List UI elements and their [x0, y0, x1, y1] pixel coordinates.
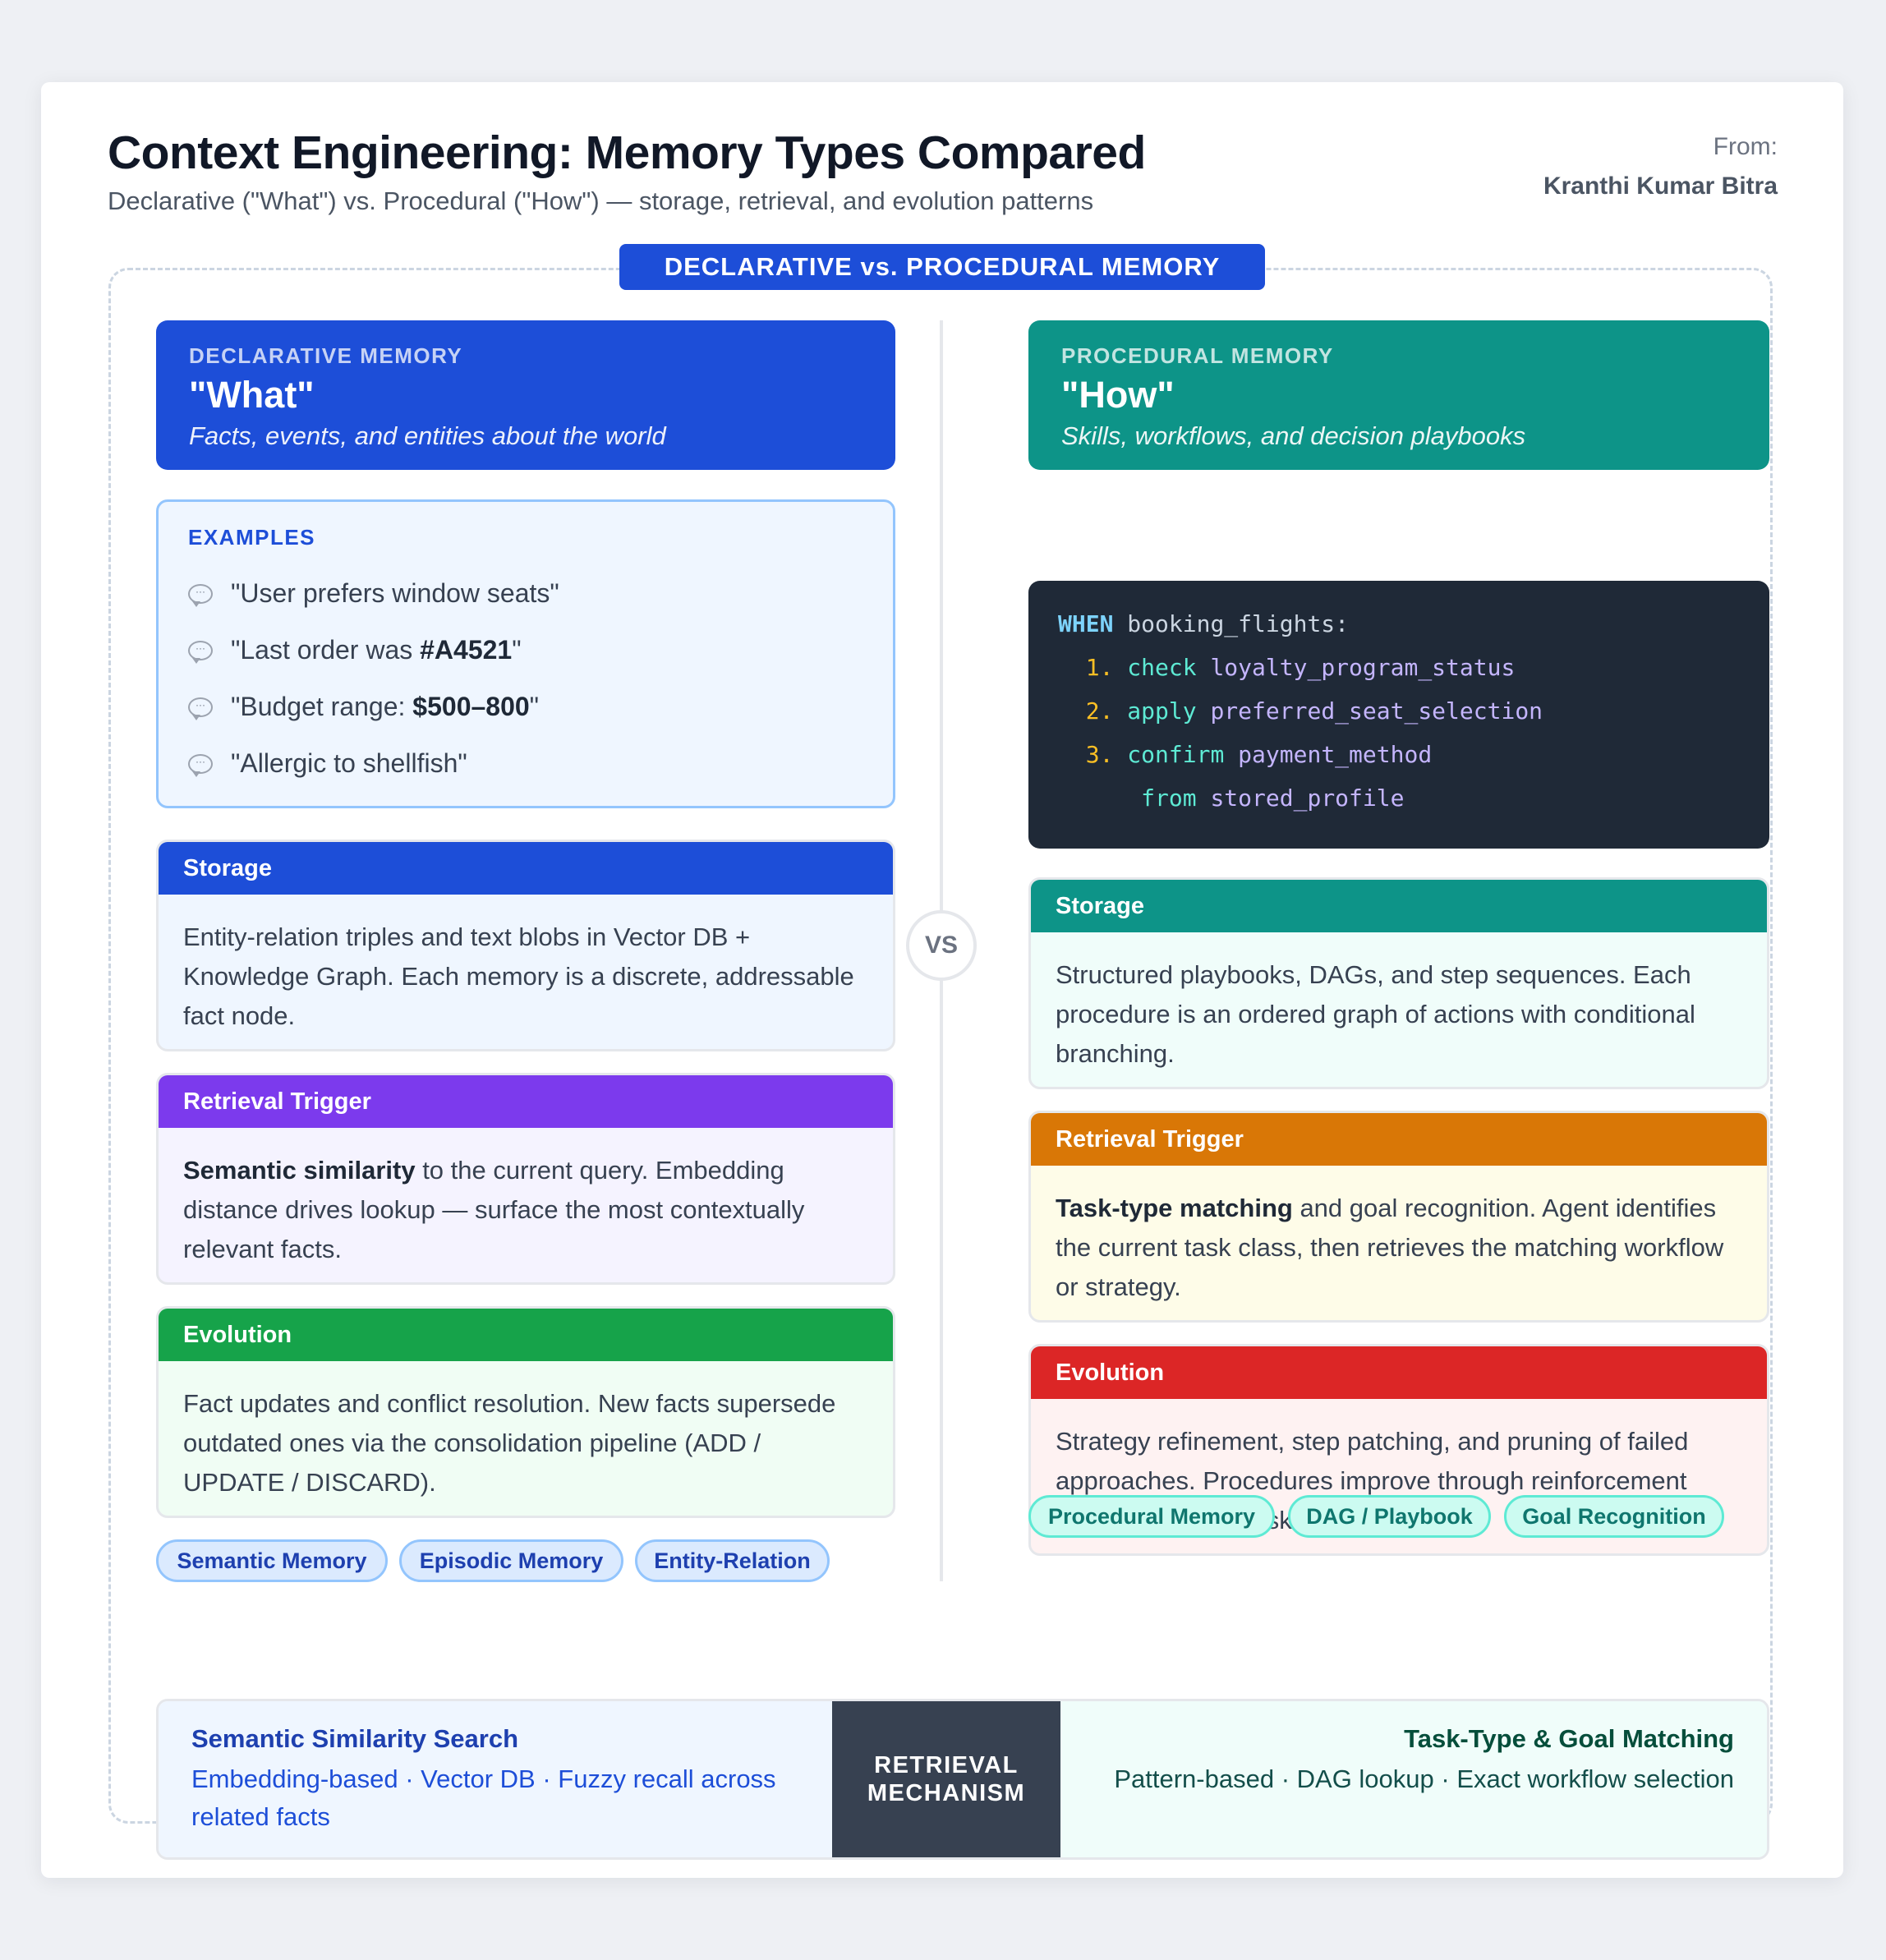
procedural-retrieval: Retrieval Trigger Task-type matching and… [1028, 1111, 1769, 1323]
example-text: "Allergic to shellfish" [231, 748, 467, 778]
code-verb: apply [1127, 697, 1197, 725]
section-text: and goal recognition. Agent identifies t… [1056, 1194, 1724, 1301]
retrieval-left-title: Semantic Similarity Search [191, 1724, 519, 1753]
code-arg: stored_profile [1210, 784, 1405, 812]
code-line: from stored_profile [1058, 784, 1740, 828]
example-item: ··· "User prefers window seats" [188, 565, 863, 622]
section-body: Entity-relation triples and text blobs i… [159, 895, 893, 1049]
declarative-header: DECLARATIVE MEMORY "What" Facts, events,… [156, 320, 895, 470]
example-bold: $500–800 [412, 692, 530, 721]
section-title: Storage [1031, 880, 1767, 932]
code-arg: payment_method [1238, 741, 1433, 768]
page-subtitle: Declarative ("What") vs. Procedural ("Ho… [108, 186, 1094, 215]
from-label: From: [1713, 133, 1778, 160]
section-title: Retrieval Trigger [159, 1075, 893, 1128]
retrieval-right-title: Task-Type & Goal Matching [1404, 1724, 1734, 1753]
section-title: Retrieval Trigger [1031, 1113, 1767, 1166]
tag-episodic-memory: Episodic Memory [399, 1539, 623, 1582]
speech-bubble-icon: ··· [188, 583, 213, 607]
section-body: Task-type matching and goal recognition.… [1031, 1166, 1767, 1320]
code-line: WHEN booking_flights: [1058, 610, 1740, 654]
tag-dag-playbook: DAG / Playbook [1288, 1495, 1491, 1538]
examples-box: EXAMPLES ··· "User prefers window seats"… [156, 499, 895, 808]
declarative-label: DECLARATIVE MEMORY [189, 343, 463, 368]
section-text: Entity-relation triples and text blobs i… [183, 922, 854, 1030]
example-text: "Budget range: [231, 692, 413, 721]
speech-bubble-icon: ··· [188, 640, 213, 664]
example-bold: #A4521 [420, 635, 513, 665]
declarative-retrieval: Retrieval Trigger Semantic similarity to… [156, 1073, 895, 1285]
code-verb: check [1127, 654, 1197, 681]
section-title: Evolution [159, 1309, 893, 1361]
retrieval-right-desc: Pattern-based · DAG lookup · Exact workf… [1114, 1764, 1734, 1793]
section-title: Evolution [1031, 1346, 1767, 1399]
example-text: "Last order was [231, 635, 421, 665]
section-text: Fact updates and conflict resolution. Ne… [183, 1389, 836, 1497]
section-title: Storage [159, 842, 893, 895]
procedural-desc: Skills, workflows, and decision playbook… [1061, 421, 1526, 450]
example-item: ··· "Last order was #A4521" [188, 622, 863, 679]
retrieval-mechanism-label: RETRIEVAL MECHANISM [832, 1701, 1060, 1857]
procedural-label: PROCEDURAL MEMORY [1061, 343, 1334, 368]
retrieval-mid-line2: MECHANISM [867, 1780, 1026, 1806]
code-arg: preferred_seat_selection [1210, 697, 1543, 725]
code-line: 2. apply preferred_seat_selection [1058, 697, 1740, 741]
tag-semantic-memory: Semantic Memory [156, 1539, 388, 1582]
example-item: ··· "Allergic to shellfish" [188, 735, 863, 792]
retrieval-left: Semantic Similarity Search Embedding-bas… [159, 1701, 832, 1857]
speech-bubble-icon: ··· [188, 753, 213, 777]
example-text: "User prefers window seats" [231, 578, 559, 608]
section-banner: DECLARATIVE vs. PROCEDURAL MEMORY [619, 244, 1265, 290]
main-card: Context Engineering: Memory Types Compar… [41, 82, 1843, 1878]
code-keyword: WHEN [1058, 610, 1114, 637]
code-step-number: 1. [1085, 654, 1114, 681]
section-text: Structured playbooks, DAGs, and step seq… [1056, 960, 1695, 1068]
author-name: Kranthi Kumar Bitra [1543, 173, 1778, 200]
example-text-end: " [529, 692, 540, 721]
declarative-evolution: Evolution Fact updates and conflict reso… [156, 1306, 895, 1518]
section-bold: Task-type matching [1056, 1194, 1293, 1222]
procedural-title: "How" [1061, 374, 1175, 416]
code-verb: confirm [1127, 741, 1225, 768]
section-bold: Semantic similarity [183, 1156, 416, 1185]
procedural-header: PROCEDURAL MEMORY "How" Skills, workflow… [1028, 320, 1769, 470]
tag-entity-relation: Entity-Relation [635, 1539, 830, 1582]
page-title: Context Engineering: Memory Types Compar… [108, 127, 1146, 179]
example-text-end: " [512, 635, 522, 665]
code-step-number: 2. [1085, 697, 1114, 725]
tag-goal-recognition: Goal Recognition [1504, 1495, 1724, 1538]
declarative-desc: Facts, events, and entities about the wo… [189, 421, 666, 450]
section-body: Semantic similarity to the current query… [159, 1128, 893, 1282]
retrieval-right: Task-Type & Goal Matching Pattern-based … [1060, 1701, 1767, 1857]
tag-procedural-memory: Procedural Memory [1028, 1495, 1275, 1538]
code-verb: from [1141, 784, 1197, 812]
speech-bubble-icon: ··· [188, 697, 213, 720]
code-line: 3. confirm payment_method [1058, 741, 1740, 784]
retrieval-mechanism-strip: Semantic Similarity Search Embedding-bas… [156, 1699, 1769, 1860]
declarative-title: "What" [189, 374, 315, 416]
retrieval-left-desc: Embedding-based · Vector DB · Fuzzy reca… [191, 1764, 776, 1831]
code-line: 1. check loyalty_program_status [1058, 654, 1740, 697]
section-text: to the current query. Embedding distance… [183, 1156, 805, 1263]
vs-badge: VS [906, 910, 977, 981]
section-body: Structured playbooks, DAGs, and step seq… [1031, 932, 1767, 1087]
procedure-code-block: WHEN booking_flights: 1. check loyalty_p… [1028, 581, 1769, 849]
examples-title: EXAMPLES [188, 525, 316, 550]
code-target: booking_flights: [1113, 610, 1350, 637]
declarative-storage: Storage Entity-relation triples and text… [156, 840, 895, 1051]
code-arg: loyalty_program_status [1210, 654, 1516, 681]
section-body: Fact updates and conflict resolution. Ne… [159, 1361, 893, 1516]
example-item: ··· "Budget range: $500–800" [188, 679, 863, 735]
procedural-storage: Storage Structured playbooks, DAGs, and … [1028, 877, 1769, 1089]
code-step-number: 3. [1085, 741, 1114, 768]
retrieval-mid-line1: RETRIEVAL [874, 1752, 1019, 1778]
